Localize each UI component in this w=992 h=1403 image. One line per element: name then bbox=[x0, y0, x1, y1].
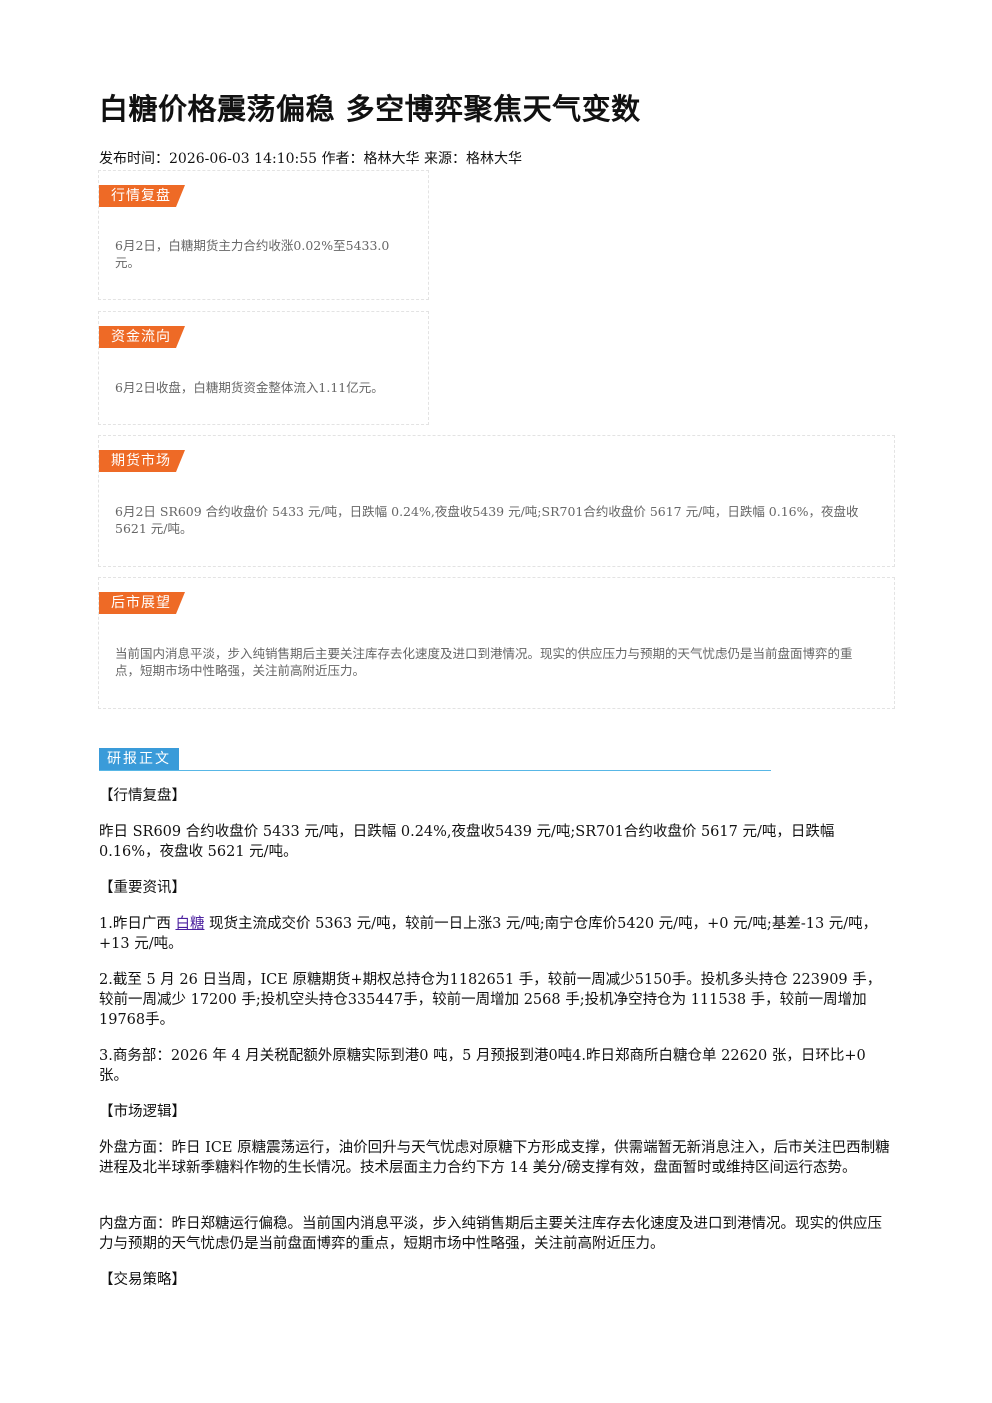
heading-key-news: 【重要资讯】 bbox=[99, 880, 186, 896]
heading-market-logic: 【市场逻辑】 bbox=[99, 1104, 186, 1120]
summary-box-fund-flow: 资金流向 6月2日收盘，白糖期货资金整体流入1.11亿元。 bbox=[98, 311, 429, 425]
heading-trading-strategy: 【交易策略】 bbox=[99, 1272, 186, 1288]
summary-tag: 行情复盘 bbox=[99, 185, 185, 207]
article-meta: 发布时间：2026-06-03 14:10:55 作者：格林大华 来源：格林大华 bbox=[99, 151, 522, 167]
report-section-label: 研报正文 bbox=[99, 748, 179, 770]
news-1-suffix: 现货主流成交价 5363 元/吨，较前一日上涨3 元/吨;南宁仓库价5420 元… bbox=[99, 916, 878, 952]
heading-market-review: 【行情复盘】 bbox=[99, 788, 186, 804]
summary-tag: 期货市场 bbox=[99, 450, 185, 472]
summary-text: 当前国内消息平淡，步入纯销售期后主要关注库存去化速度及进口到港情况。现实的供应压… bbox=[115, 646, 853, 678]
summary-box-outlook: 后市展望 当前国内消息平淡，步入纯销售期后主要关注库存去化速度及进口到港情况。现… bbox=[98, 577, 895, 709]
paragraph-news-3: 3.商务部：2026 年 4 月关税配额外原糖实际到港0 吨，5 月预报到港0吨… bbox=[99, 1048, 866, 1084]
summary-text: 6月2日，白糖期货主力合约收涨0.02%至5433.0元。 bbox=[115, 238, 390, 270]
paragraph-news-2: 2.截至 5 月 26 日当周，ICE 原糖期货+期权总持仓为1182651 手… bbox=[99, 972, 882, 1028]
sugar-link[interactable]: 白糖 bbox=[175, 916, 205, 932]
report-section-header: 研报正文 bbox=[99, 748, 771, 771]
summary-text: 6月2日收盘，白糖期货资金整体流入1.11亿元。 bbox=[115, 380, 384, 395]
summary-tag: 后市展望 bbox=[99, 592, 185, 614]
page-title: 白糖价格震荡偏稳 多空博弈聚焦天气变数 bbox=[99, 92, 641, 126]
summary-box-market-review: 行情复盘 6月2日，白糖期货主力合约收涨0.02%至5433.0元。 bbox=[98, 170, 429, 300]
paragraph-domestic-market: 内盘方面：昨日郑糖运行偏稳。当前国内消息平淡，步入纯销售期后主要关注库存去化速度… bbox=[99, 1216, 882, 1252]
paragraph-news-1: 1.昨日广西 白糖 现货主流成交价 5363 元/吨，较前一日上涨3 元/吨;南… bbox=[99, 914, 891, 954]
summary-box-futures-market: 期货市场 6月2日 SR609 合约收盘价 5433 元/吨，日跌幅 0.24%… bbox=[98, 435, 895, 567]
news-1-prefix: 1.昨日广西 bbox=[99, 916, 176, 932]
summary-tag: 资金流向 bbox=[99, 326, 185, 348]
paragraph-external-market: 外盘方面：昨日 ICE 原糖震荡运行，油价回升与天气忧虑对原糖下方形成支撑，供需… bbox=[99, 1140, 890, 1176]
summary-text: 6月2日 SR609 合约收盘价 5433 元/吨，日跌幅 0.24%,夜盘收5… bbox=[115, 504, 859, 536]
paragraph-market-review: 昨日 SR609 合约收盘价 5433 元/吨，日跌幅 0.24%,夜盘收543… bbox=[99, 824, 835, 860]
